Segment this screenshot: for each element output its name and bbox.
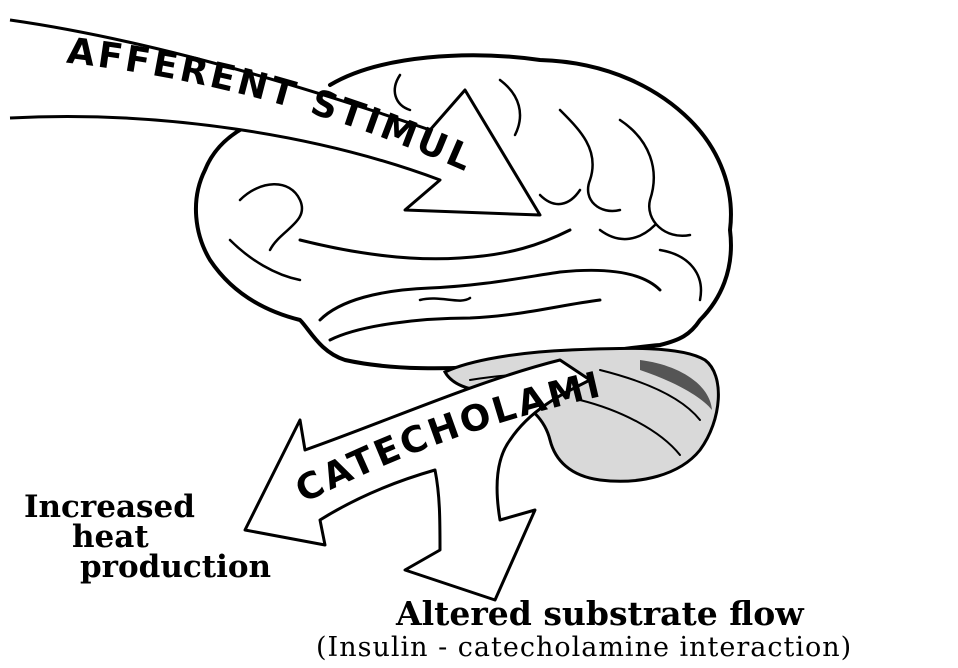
afferent-stimulus-arrow: AFFERENT STIMULUS (0, 0, 540, 215)
heat-caption-line2: heat (24, 522, 271, 552)
substrate-flow-caption: Altered substrate flow (396, 596, 804, 632)
heat-production-caption: Increased heat production (24, 492, 271, 582)
insulin-interaction-note: (Insulin - catecholamine interaction) (316, 632, 852, 664)
heat-caption-line1: Increased (24, 492, 271, 522)
heat-caption-line3: production (24, 552, 271, 582)
